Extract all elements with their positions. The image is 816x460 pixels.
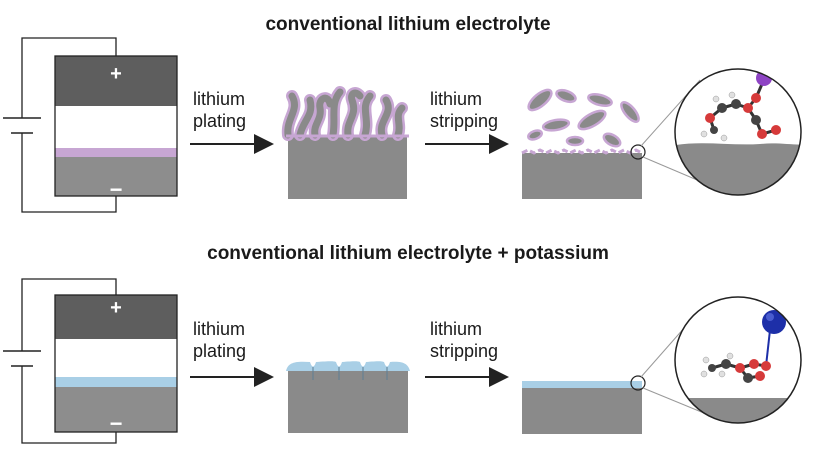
negative-electrode (55, 387, 177, 432)
battery-cell-1: + − (3, 37, 178, 213)
negative-sign: − (110, 177, 123, 202)
electrolyte (55, 106, 177, 148)
plating-word-1: lithium (193, 89, 246, 109)
negative-electrode (55, 157, 177, 196)
panel-1: + − (3, 37, 802, 213)
dead-lithium (527, 88, 640, 148)
plated-layer (55, 148, 177, 157)
positive-sign: + (110, 63, 122, 85)
stripped-uniform-block (522, 381, 642, 434)
panel-1-plating-label: lithium plating (193, 88, 246, 132)
panel-2-plating-label: lithium plating (193, 318, 246, 362)
dendrite-block (281, 86, 409, 199)
stripping-word-1: lithium (430, 89, 483, 109)
plating-word-1: lithium (193, 319, 246, 339)
potassium-ion (762, 310, 786, 334)
zoom-inset-2 (675, 297, 801, 423)
plating-word-2: plating (193, 341, 247, 361)
panel-2: + − (3, 278, 802, 444)
uniform-plating-block (286, 361, 410, 433)
electrolyte (55, 339, 177, 377)
battery-cell-2: + − (3, 278, 178, 444)
panel-1-title: conventional lithium electrolyte (265, 14, 551, 35)
stripping-word-1: lithium (430, 319, 483, 339)
plating-word-2: plating (193, 111, 247, 131)
panel-1-stripping-label: lithium stripping (430, 88, 498, 132)
plated-layer (55, 377, 177, 387)
stripping-word-2: stripping (430, 341, 499, 361)
negative-sign: − (110, 411, 123, 436)
positive-sign: + (110, 297, 122, 319)
zoom-marker (630, 144, 646, 160)
zoom-marker (630, 375, 646, 391)
panel-2-stripping-label: lithium stripping (430, 318, 498, 362)
stripped-block (521, 88, 643, 199)
positive-electrode (55, 295, 177, 339)
stripping-word-2: stripping (430, 111, 499, 131)
positive-electrode (55, 56, 177, 106)
panel-2-title: conventional lithium electrolyte + potas… (207, 243, 609, 264)
zoom-inset-1 (675, 69, 801, 195)
